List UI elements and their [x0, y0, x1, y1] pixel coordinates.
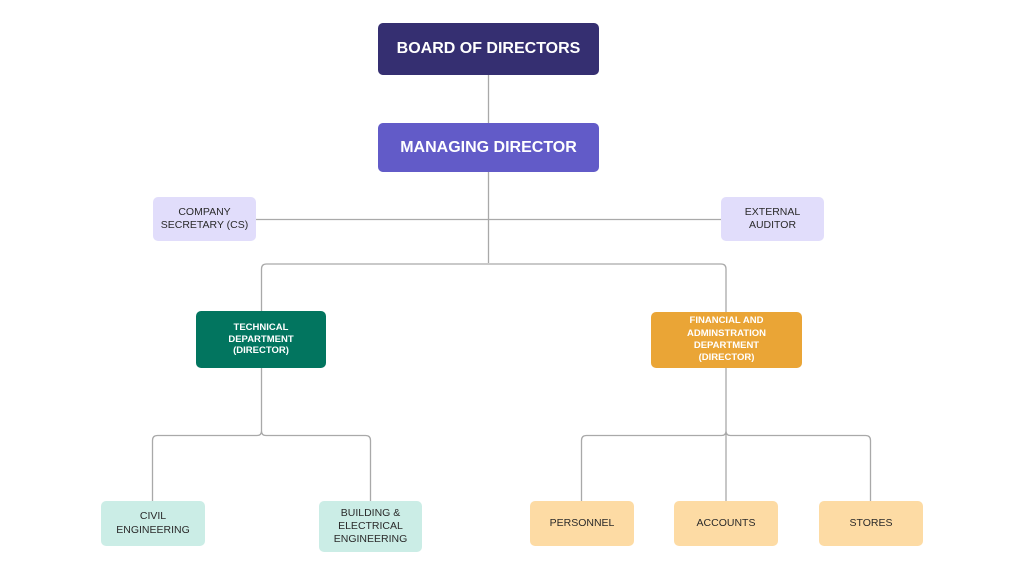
technical-department-label: TECHNICAL DEPARTMENT (DIRECTOR) — [228, 321, 294, 357]
personnel-label: PERSONNEL — [549, 516, 615, 529]
external-auditor-node[interactable]: EXTERNAL AUDITOR — [721, 197, 824, 241]
stores-label: STORES — [849, 516, 893, 529]
board-of-directors-node[interactable]: BOARD OF DIRECTORS — [378, 23, 599, 75]
company-secretary-node[interactable]: COMPANY SECRETARY (CS) — [153, 197, 256, 241]
managing-director-label: MANAGING DIRECTOR — [400, 138, 577, 156]
financial-department-node[interactable]: FINANCIAL AND ADMINSTRATION DEPARTMENT (… — [651, 312, 802, 368]
company-secretary-label: COMPANY SECRETARY (CS) — [160, 205, 249, 231]
accounts-label: ACCOUNTS — [696, 516, 756, 529]
civil-engineering-label: CIVIL ENGINEERING — [116, 510, 190, 536]
connector-md-to-departments — [260, 263, 727, 312]
financial-department-label: FINANCIAL AND ADMINSTRATION DEPARTMENT (… — [687, 315, 766, 364]
personnel-node[interactable]: PERSONNEL — [530, 501, 634, 546]
connector-fin-trunk — [580, 368, 872, 501]
accounts-node[interactable]: ACCOUNTS — [674, 501, 778, 546]
external-auditor-label: EXTERNAL AUDITOR — [744, 205, 801, 231]
building-electrical-label: BUILDING & ELECTRICAL ENGINEERING — [333, 506, 408, 546]
stores-node[interactable]: STORES — [819, 501, 923, 546]
board-of-directors-label: BOARD OF DIRECTORS — [396, 40, 581, 57]
civil-engineering-node[interactable]: CIVIL ENGINEERING — [101, 501, 205, 546]
managing-director-node[interactable]: MANAGING DIRECTOR — [378, 123, 599, 172]
technical-department-node[interactable]: TECHNICAL DEPARTMENT (DIRECTOR) — [196, 311, 326, 368]
building-electrical-node[interactable]: BUILDING & ELECTRICAL ENGINEERING — [319, 501, 422, 552]
connector-tech-trunk — [151, 368, 372, 501]
